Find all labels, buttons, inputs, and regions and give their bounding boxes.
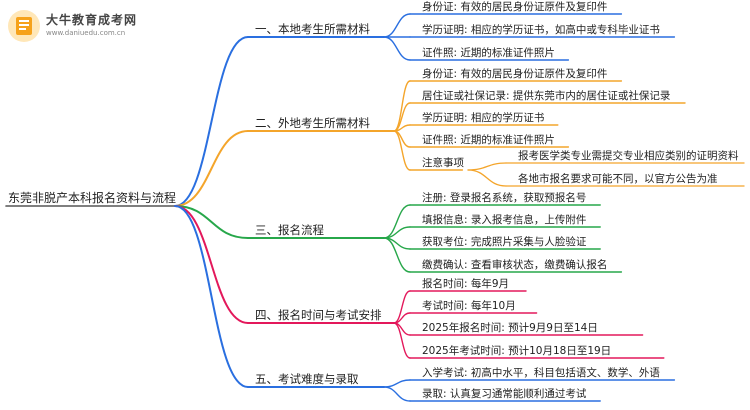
leaf-connector: [383, 379, 411, 388]
branch-title: 一、本地考生所需材料: [255, 22, 370, 36]
branch-title: 三、报名流程: [255, 223, 324, 237]
leaf-label: 考试时间: 每年10月: [422, 299, 516, 312]
root-title: 东莞非脱产本科报名资料与流程: [8, 190, 176, 205]
connector-lines: [5, 13, 745, 402]
branch-connector: [174, 130, 249, 207]
site-logo: 大牛教育成考网 www.daniuedu.com.cn: [6, 8, 186, 44]
leaf-connector: [393, 80, 411, 132]
leaf-connector: [383, 36, 411, 61]
leaf-label: 缴费确认: 查看审核状态，缴费确认报名: [422, 258, 607, 271]
leaf-connector: [383, 13, 411, 38]
logo-url: www.daniuedu.com.cn: [46, 29, 126, 37]
leaf-connector: [393, 322, 411, 359]
note-connector: [467, 169, 507, 187]
note-label: 各地市报名要求可能不同，以官方公告为准: [518, 172, 718, 185]
leaf-label: 证件照: 近期的标准证件照片: [422, 133, 555, 146]
leaf-label: 入学考试: 初高中水平，科目包括语文、数学、外语: [422, 366, 660, 379]
branch-connector: [174, 205, 249, 324]
leaf-connector: [383, 237, 411, 273]
note-connector: [467, 162, 507, 171]
leaf-label: 2025年报名时间: 预计9月9日至14日: [422, 321, 598, 334]
logo-title: 大牛教育成考网: [46, 13, 138, 27]
leaf-label: 2025年考试时间: 预计10月18日至19日: [422, 344, 611, 357]
branch-title: 五、考试难度与录取: [255, 372, 359, 386]
leaf-label: 报名时间: 每年9月: [422, 277, 509, 290]
leaf-label: 注意事项: [422, 156, 464, 169]
leaf-label: 填报信息: 录入报考信息，上传附件: [422, 213, 586, 226]
note-label: 报考医学类专业需提交专业相应类别的证明资料: [518, 149, 739, 162]
branch-title: 二、外地考生所需材料: [255, 116, 370, 130]
leaf-label: 录取: 认真复习通常能顺利通过考试: [422, 387, 587, 400]
leaf-label: 身份证: 有效的居民身份证原件及复印件: [422, 0, 607, 13]
branch-connector: [174, 205, 249, 388]
logo-mark-icon: [8, 10, 40, 42]
leaf-label: 学历证明: 相应的学历证书，如高中或专科毕业证书: [422, 23, 660, 36]
leaf-label: 身份证: 有效的居民身份证原件及复印件: [422, 67, 607, 80]
leaf-label: 学历证明: 相应的学历证书: [422, 111, 544, 124]
branch-title: 四、报名时间与考试安排: [255, 308, 382, 322]
leaf-label: 证件照: 近期的标准证件照片: [422, 46, 555, 59]
branch-connector: [174, 36, 249, 207]
branch-connector: [174, 205, 249, 239]
leaf-label: 获取考位: 完成照片采集与人脸验证: [422, 235, 587, 248]
leaf-label: 注册: 登录报名系统，获取预报名号: [422, 191, 586, 204]
leaf-label: 居住证或社保记录: 提供东莞市内的居住证或社保记录: [422, 89, 670, 102]
leaf-connector: [393, 130, 411, 171]
leaf-connector: [383, 386, 411, 402]
